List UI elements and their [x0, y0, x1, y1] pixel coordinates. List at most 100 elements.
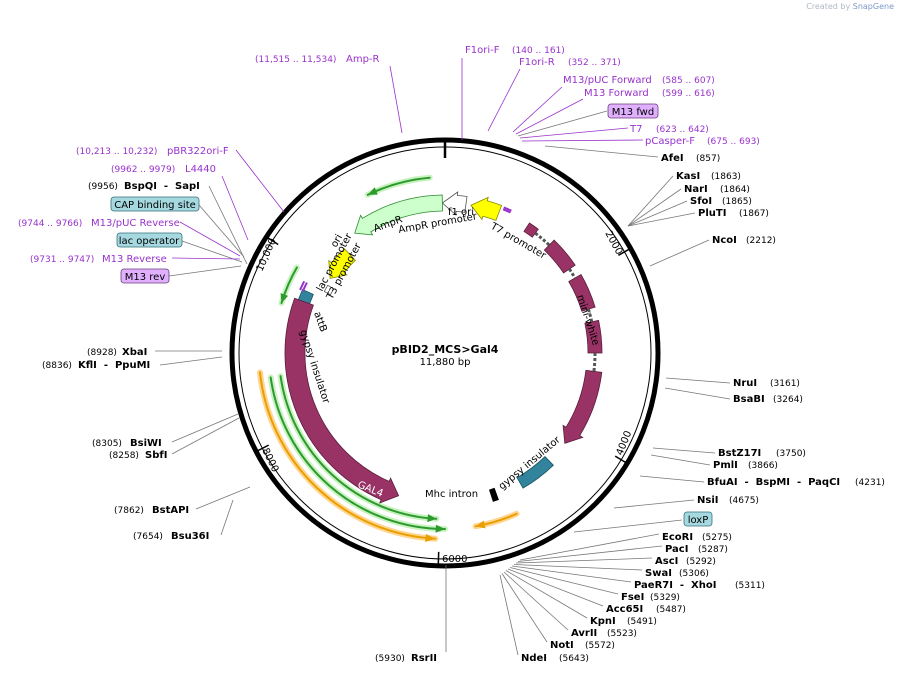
leader-bfuai: [639, 475, 705, 483]
mini-white-intron-gap-3: [592, 352, 597, 372]
primer-label-pcasper-f: pCasper-F: [645, 136, 695, 147]
primer-pos-m13-puc-forward: (585 .. 607): [662, 76, 715, 86]
feature-label-mhc-intron: Mhc intron: [425, 489, 478, 500]
enzyme-pos-pluti: (1867): [739, 209, 769, 219]
enzyme-pos-kpni: (5491): [627, 617, 657, 627]
leader-lower-4: [511, 565, 632, 583]
orange-arrowhead-lower: [425, 534, 436, 542]
tick-marks: [255, 140, 631, 566]
enzyme-label-paer7i: PaeR7I - XhoI: [634, 580, 716, 591]
mini-white-intron-gap-2: [586, 308, 594, 323]
leader-kasi: [627, 175, 674, 227]
enzyme-label-nari: NarI: [684, 184, 708, 195]
enzyme-label-nsii: NsiI: [697, 495, 718, 506]
enzyme-pos-bfuai: (4231): [855, 478, 885, 488]
enzyme-pos-ndei: (5643): [559, 654, 589, 664]
leader-lower-1: [517, 545, 663, 562]
leader-bstapi: [195, 486, 251, 510]
feature-arrow-ampr: [354, 194, 443, 236]
feature-arrow-ampr-promoter: [441, 191, 468, 216]
enzyme-label-ncoi: NcoI: [712, 235, 737, 246]
enzyme-label-asci: AscI: [655, 556, 678, 567]
primer-pos-m13-reverse: (9731 .. 9747): [30, 255, 94, 265]
plasmid-size: 11,880 bp: [420, 357, 471, 368]
loxp-box: [683, 511, 713, 527]
primer-label-pbr322ori-f: pBR322ori-F: [167, 146, 229, 157]
leader-m13-fwd: [517, 110, 608, 137]
leader-cap: [198, 204, 245, 258]
leader-nrui: [665, 377, 731, 384]
orange-arrowhead-right: [475, 520, 486, 529]
primer-label-l4440: L4440: [185, 164, 216, 175]
leader-kfli: [159, 356, 223, 366]
primer-label-m13-puc-reverse: M13/pUC Reverse: [91, 218, 180, 229]
leader-pcasper-f: [521, 139, 644, 142]
cap-binding-site-box: [110, 196, 200, 212]
enzyme-label-afei: AfeI: [661, 153, 684, 164]
green-highlight-gal4-inner-core: [279, 375, 438, 520]
leader-lower-9: [501, 573, 548, 643]
lac-operator-label: lac operator: [119, 236, 180, 247]
leader-lower-0: [519, 533, 660, 561]
enzyme-label-sfoi: SfoI: [690, 196, 712, 207]
enzyme-pos-bsiwi: (8305): [92, 439, 122, 449]
feature-mini-white-4: [584, 319, 603, 354]
enzyme-pos-paer7i: (5311): [735, 581, 765, 591]
enzyme-label-kpni: KpnI: [590, 616, 616, 627]
enzyme-label-pluti: PluTI: [698, 208, 726, 219]
leader-lower-10: [499, 574, 519, 656]
leader-lower-6: [507, 568, 604, 607]
feature-label-f1-ori: f1 ori: [448, 207, 474, 218]
leader-pbr322ori-f: [235, 149, 285, 213]
green-arrowhead-ampr: [367, 187, 378, 195]
tick-mark-8000: [255, 444, 269, 453]
enzyme-pos-xbai: (8928): [87, 348, 117, 358]
enzyme-label-ecori: EcoRI: [662, 532, 693, 543]
leader-bsiwi: [171, 413, 239, 443]
leader-pluti: [627, 212, 696, 227]
enzyme-pos-bspqi: (9956): [88, 182, 118, 192]
leader-lower-5: [509, 567, 619, 595]
feature-arrows: [284, 191, 603, 504]
primer-pos-f1ori-r: (352 .. 371): [568, 58, 621, 68]
enzyme-pos-pmli: (3866): [748, 461, 778, 471]
enzyme-pos-fsei: (5329): [650, 593, 680, 603]
enzyme-pos-bstapi: (7862): [114, 506, 144, 516]
tick-mark-4000: [614, 455, 628, 465]
leader-nari: [627, 188, 682, 227]
primer-pos-pcasper-f: (675 .. 693): [707, 137, 760, 147]
primer-pos-m13-puc-reverse: (9744 .. 9766): [18, 219, 82, 229]
green-highlight-left-core: [280, 266, 298, 304]
enzyme-pos-ecori: (5275): [702, 533, 732, 543]
enzyme-pos-bsu36i: (7654): [133, 532, 163, 542]
leader-m13-reverse: [171, 257, 241, 260]
leader-m13-puc-reverse: [179, 221, 241, 257]
m13-rev-box: [120, 268, 170, 284]
leader-lower-8: [503, 571, 569, 631]
enzyme-label-rsrii: RsrII: [411, 653, 437, 664]
primer-pos-pbr322ori-f: (10,213 .. 10,232): [76, 147, 157, 157]
enzyme-pos-swai: (5306): [679, 569, 709, 579]
enzyme-label-noti: NotI: [550, 640, 574, 651]
enzyme-label-swai: SwaI: [645, 568, 672, 579]
leader-t7: [519, 127, 629, 139]
primer-label-m13-forward: M13 Forward: [584, 88, 649, 99]
green-highlight-gal4-outer-core: [269, 376, 446, 530]
primer-pos-f1ori-f: (140 .. 161): [512, 46, 565, 56]
enzyme-label-bstz17i: BstZ17I: [718, 448, 761, 459]
mini-white-intron-gap-1: [568, 268, 577, 279]
enzyme-pos-afei: (857): [696, 154, 720, 164]
enzyme-label-kasi: KasI: [676, 171, 700, 182]
m13-fwd-box: [607, 103, 659, 119]
loxp-label: loxP: [688, 515, 709, 526]
leader-bsu36i: [220, 499, 234, 536]
tick-mark-10000: [266, 236, 279, 246]
leader-m13-puc-forward: [512, 86, 563, 133]
feature-arrow-ori: [328, 248, 356, 279]
enzyme-pos-kfli: (8836): [42, 361, 72, 371]
enzyme-pos-sbfi: (8258): [109, 451, 139, 461]
enzyme-pos-bstz17i: (3750): [776, 449, 806, 459]
leader-nsii: [613, 499, 695, 509]
enzyme-label-sbfi: SbfI: [145, 450, 167, 461]
feature-mini-white-1: [523, 222, 539, 238]
